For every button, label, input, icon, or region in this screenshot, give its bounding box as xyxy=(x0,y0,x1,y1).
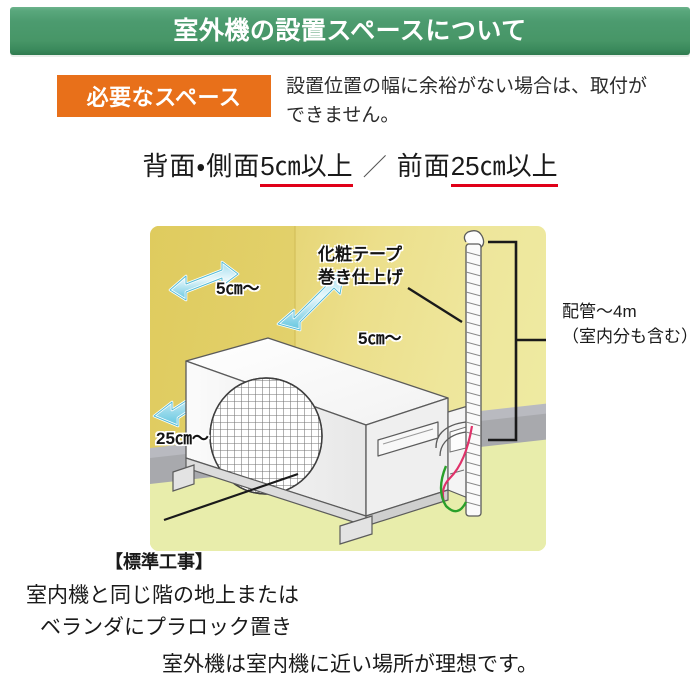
outdoor-unit-body xyxy=(172,337,469,545)
dimension-label-back: 5㎝〜 xyxy=(216,279,260,298)
page-title: 室外機の設置スペースについて xyxy=(173,16,527,45)
intro-description-line2: できません。 xyxy=(286,105,400,127)
tape-finish-label: 化粧テープ 巻き仕上げ xyxy=(318,244,403,290)
page-header-banner: 室外機の設置スペースについて xyxy=(10,7,690,55)
taped-refrigerant-pipe xyxy=(435,230,485,517)
standard-work-note: 室内機と同じ階の地上または ベランダにプラロック置き xyxy=(26,580,299,644)
block-leader-line xyxy=(163,472,299,522)
standard-work-note-line1: 室内機と同じ階の地上または xyxy=(26,584,299,607)
tape-leader-line xyxy=(407,286,463,324)
required-space-badge-label: 必要なスペース xyxy=(86,85,242,110)
spec-back-side-label: 背面・側面 xyxy=(142,151,261,181)
pipe-length-line1: 配管〜4m xyxy=(562,302,637,321)
pipe-length-line2: （室内分も含む） xyxy=(562,326,698,346)
spec-front-value: 25㎝以上 xyxy=(450,151,558,187)
spec-separator: ／ xyxy=(362,154,387,181)
illustration-vector-layer xyxy=(152,226,546,545)
clearance-arrow-back xyxy=(168,260,240,302)
standard-work-note-line2: ベランダにプラロック置き xyxy=(40,615,292,639)
pipe-length-bracket xyxy=(488,240,546,442)
intro-description-line1: 設置位置の幅に余裕がない場合は、取付が xyxy=(286,76,648,97)
intro-section: 必要なスペース 設置位置の幅に余裕がない場合は、取付が できません。 xyxy=(0,72,700,134)
required-space-badge: 必要なスペース xyxy=(57,75,271,117)
clearance-arrow-side xyxy=(276,268,346,332)
intro-description: 設置位置の幅に余裕がない場合は、取付が できません。 xyxy=(286,72,678,131)
outdoor-unit-illustration: 化粧テープ 巻き仕上げ 5㎝〜 5㎝〜 25㎝〜 xyxy=(150,226,546,551)
closing-note: 室外機は室内機に近い場所が理想です。 xyxy=(162,653,538,676)
clearance-spec-line: 背面・側面5㎝以上 ／ 前面25㎝以上 xyxy=(0,151,700,187)
dimension-label-side: 5㎝〜 xyxy=(358,329,402,348)
power-cable xyxy=(441,425,474,503)
standard-work-heading: 【標準工事】 xyxy=(105,552,213,572)
spec-back-side-value: 5㎝以上 xyxy=(260,151,353,187)
tape-finish-label-line2: 巻き仕上げ xyxy=(318,267,403,287)
pipe-length-annotation: 配管〜4m （室内分も含む） xyxy=(562,300,698,349)
tape-finish-label-line1: 化粧テープ xyxy=(318,245,402,264)
drain-hose xyxy=(439,465,468,513)
spec-front-label: 前面 xyxy=(396,151,451,181)
dimension-label-front: 25㎝〜 xyxy=(156,429,209,448)
